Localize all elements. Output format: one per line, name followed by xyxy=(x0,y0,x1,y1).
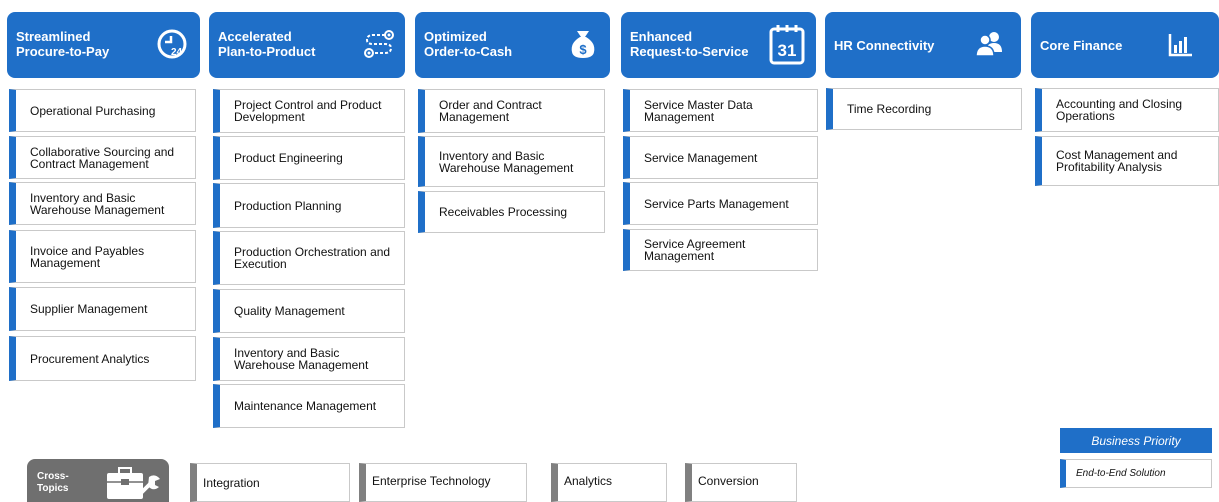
item-service-management[interactable]: Service Management xyxy=(623,136,818,179)
item-inventory-warehouse-p2p[interactable]: Inventory and Basic Warehouse Management xyxy=(9,182,196,225)
header-title-line2: Order-to-Cash xyxy=(424,44,513,59)
people-icon xyxy=(975,32,1002,57)
item-collaborative-sourcing[interactable]: Collaborative Sourcing and Contract Mana… xyxy=(9,136,196,179)
clock-24-icon: 24 xyxy=(157,29,187,59)
header-plan-to-product[interactable]: Accelerated Plan-to-Product xyxy=(209,12,405,78)
item-production-planning[interactable]: Production Planning xyxy=(213,183,405,228)
header-title-line1: Optimized xyxy=(424,29,487,44)
item-service-master-data[interactable]: Service Master Data Management xyxy=(623,89,818,132)
column-order-to-cash: Optimized Order-to-Cash $ xyxy=(415,12,610,78)
item-receivables-processing[interactable]: Receivables Processing xyxy=(418,191,605,233)
item-quality-management[interactable]: Quality Management xyxy=(213,289,405,333)
item-production-orchestration[interactable]: Production Orchestration and Execution xyxy=(213,231,405,285)
svg-text:$: $ xyxy=(579,42,587,57)
column-request-to-service: Enhanced Request-to-Service 31 xyxy=(621,12,816,78)
item-service-agreement[interactable]: Service Agreement Management xyxy=(623,229,818,271)
svg-text:31: 31 xyxy=(778,41,797,60)
cross-topic-analytics[interactable]: Analytics xyxy=(551,463,667,502)
route-icon xyxy=(364,30,394,58)
calendar-31-icon: 31 xyxy=(769,25,805,65)
item-service-parts[interactable]: Service Parts Management xyxy=(623,182,818,225)
cross-topic-integration[interactable]: Integration xyxy=(190,463,350,502)
header-hr-connectivity[interactable]: HR Connectivity xyxy=(825,12,1021,78)
item-inventory-warehouse-o2c[interactable]: Inventory and Basic Warehouse Management xyxy=(418,136,605,187)
header-title-line2: Procure-to-Pay xyxy=(16,44,110,59)
header-core-finance[interactable]: Core Finance xyxy=(1031,12,1219,78)
legend-business-priority: Business Priority xyxy=(1060,428,1212,453)
item-accounting-closing[interactable]: Accounting and Closing Operations xyxy=(1035,88,1219,132)
bar-chart-icon xyxy=(1168,34,1192,57)
header-request-to-service[interactable]: Enhanced Request-to-Service 31 xyxy=(621,12,816,78)
header-order-to-cash[interactable]: Optimized Order-to-Cash $ xyxy=(415,12,610,78)
cross-topics-label-line1: Cross- xyxy=(37,471,69,482)
item-project-control[interactable]: Project Control and Product Development xyxy=(213,89,405,133)
item-time-recording[interactable]: Time Recording xyxy=(826,88,1022,130)
header-procure-to-pay[interactable]: Streamlined Procure-to-Pay 24 xyxy=(7,12,200,78)
header-title-line1: Streamlined xyxy=(16,29,91,44)
cross-topics-label-line2: Topics xyxy=(37,483,69,494)
svg-text:24: 24 xyxy=(171,47,183,58)
header-title-line1: Core Finance xyxy=(1040,38,1123,53)
column-procure-to-pay: Streamlined Procure-to-Pay 24 xyxy=(7,12,200,78)
header-title-line2: Request-to-Service xyxy=(630,44,749,59)
toolbox-wrench-icon xyxy=(107,467,160,499)
column-core-finance: Core Finance xyxy=(1031,12,1219,78)
header-title-line1: Enhanced xyxy=(630,29,693,44)
header-title-line1: Accelerated xyxy=(218,29,292,44)
cross-topics-header[interactable]: Cross- Topics xyxy=(27,459,169,502)
column-hr-connectivity: HR Connectivity xyxy=(825,12,1021,78)
item-operational-purchasing[interactable]: Operational Purchasing xyxy=(9,89,196,132)
item-supplier-management[interactable]: Supplier Management xyxy=(9,287,196,331)
header-title-line1: HR Connectivity xyxy=(834,38,935,53)
item-cost-management[interactable]: Cost Management and Profitability Analys… xyxy=(1035,136,1219,186)
item-invoice-payables[interactable]: Invoice and Payables Management xyxy=(9,230,196,283)
cross-topic-conversion[interactable]: Conversion xyxy=(685,463,797,502)
column-plan-to-product: Accelerated Plan-to-Product xyxy=(209,12,405,78)
item-inventory-warehouse-p2prod[interactable]: Inventory and Basic Warehouse Management xyxy=(213,337,405,381)
item-product-engineering[interactable]: Product Engineering xyxy=(213,136,405,180)
legend-end-to-end-solution: End-to-End Solution xyxy=(1060,459,1212,488)
money-bag-icon: $ xyxy=(571,31,595,58)
item-procurement-analytics[interactable]: Procurement Analytics xyxy=(9,336,196,381)
header-title-line2: Plan-to-Product xyxy=(218,44,316,59)
item-maintenance-management[interactable]: Maintenance Management xyxy=(213,384,405,428)
cross-topic-enterprise-technology[interactable]: Enterprise Technology xyxy=(359,463,527,502)
item-order-contract[interactable]: Order and Contract Management xyxy=(418,89,605,133)
